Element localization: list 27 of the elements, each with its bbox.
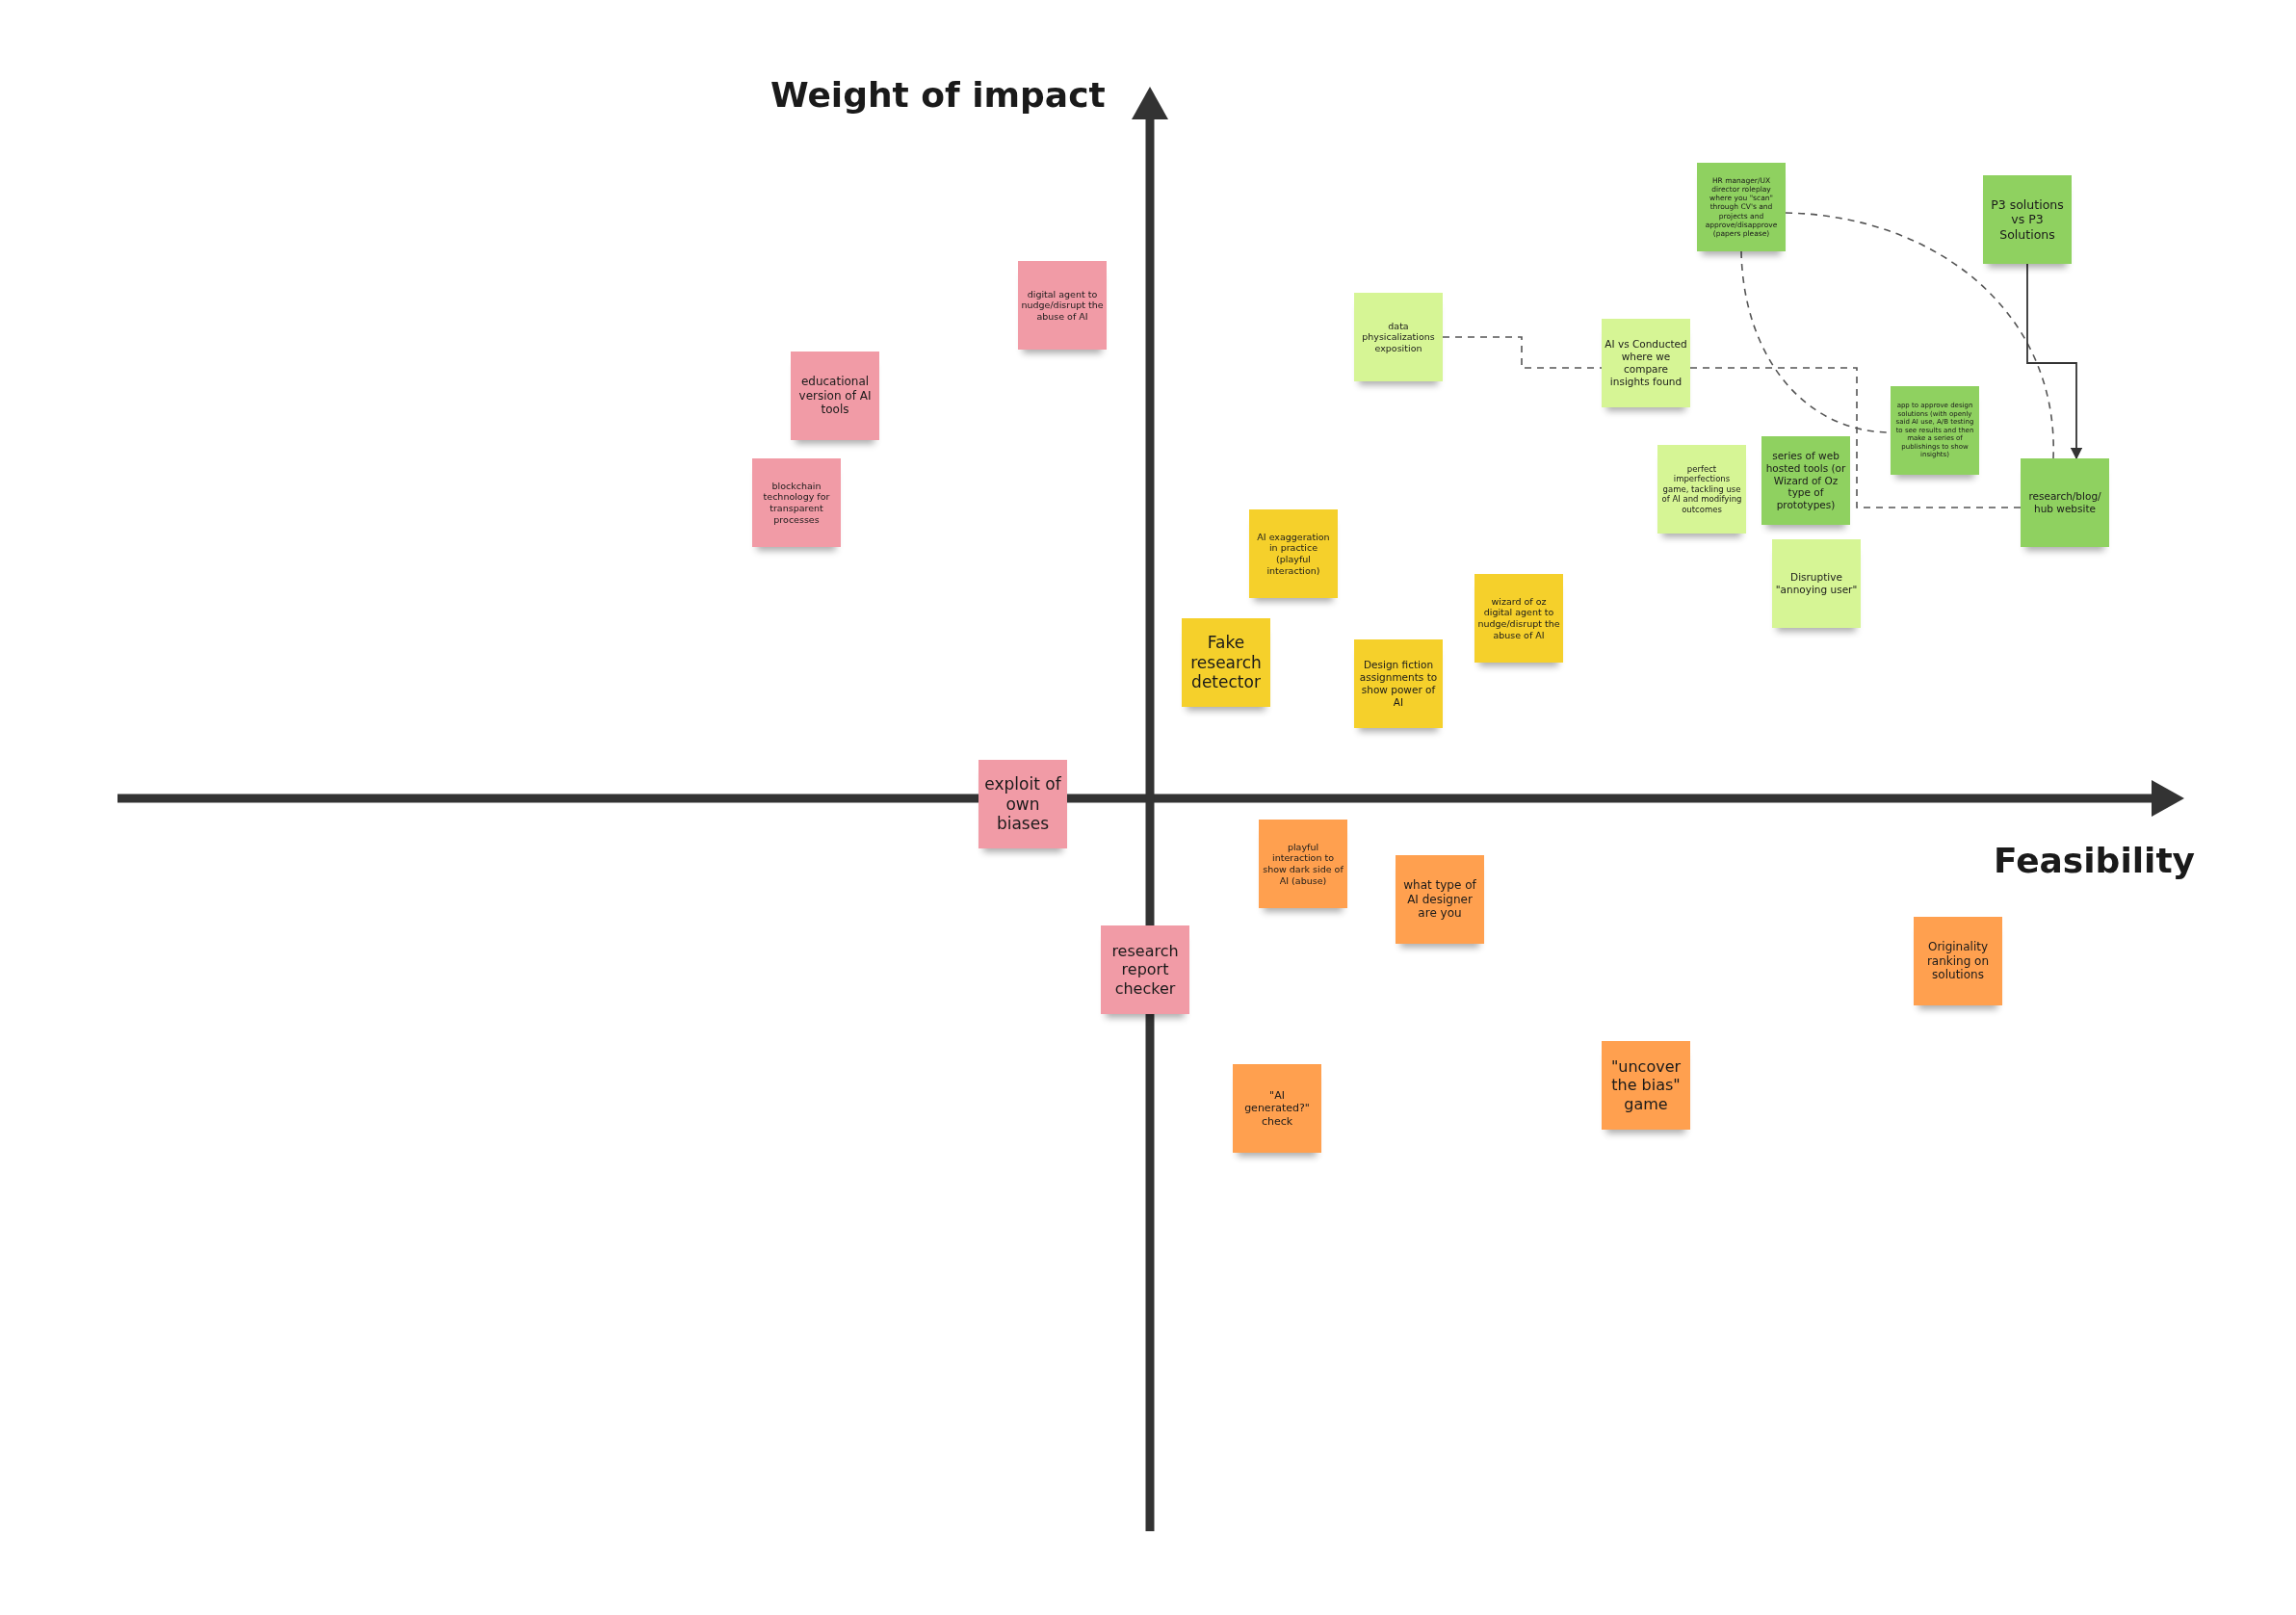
sticky-note: Design fiction assignments to show power of AI bbox=[1354, 639, 1443, 728]
sticky-note: digital agent to nudge/disrupt the abuse of AI bbox=[1018, 261, 1107, 350]
sticky-note: AI vs Conducted where we compare insights found bbox=[1602, 319, 1690, 407]
arrow bbox=[2026, 263, 2083, 460]
sticky-note: what type of AI designer are you bbox=[1396, 855, 1484, 944]
sticky-note: research report checker bbox=[1101, 925, 1189, 1014]
sticky-note: "AI generated?" check bbox=[1233, 1064, 1321, 1153]
sticky-note: perfect imperfections game, tackling use of AI and modifying outcomes bbox=[1657, 445, 1746, 534]
sticky-note: AI exaggeration in practice (playful interaction) bbox=[1249, 509, 1338, 598]
sticky-note: data physicalizations exposition bbox=[1354, 293, 1443, 381]
dashed-connector bbox=[1689, 367, 2022, 508]
sticky-note: blockchain technology for transparent processes bbox=[752, 458, 841, 547]
sticky-note: educational version of AI tools bbox=[791, 352, 879, 440]
sticky-note: Originality ranking on solutions bbox=[1914, 917, 2002, 1005]
sticky-note: "uncover the bias" game bbox=[1602, 1041, 1690, 1130]
sticky-note: series of web hosted tools (or Wizard of Oz type of prototypes) bbox=[1761, 436, 1850, 525]
sticky-note: Fake research detector bbox=[1182, 618, 1270, 707]
sticky-note: wizard of oz digital agent to nudge/disrupt the abuse of AI bbox=[1474, 574, 1563, 663]
sticky-note: exploit of own biases bbox=[978, 760, 1067, 848]
sticky-note: playful interaction to show dark side of AI (abuse) bbox=[1259, 820, 1347, 908]
sticky-note: research/blog/ hub website bbox=[2021, 458, 2109, 547]
sticky-note: P3 solutions vs P3 Solutions bbox=[1983, 175, 2072, 264]
dashed-connector bbox=[1785, 212, 2054, 459]
axis-label: Weight of impact bbox=[770, 75, 1106, 115]
dashed-connector bbox=[1442, 336, 1603, 369]
axis-label: Feasibility bbox=[1994, 841, 2196, 880]
sticky-note: Disruptive "annoying user" bbox=[1772, 539, 1861, 628]
